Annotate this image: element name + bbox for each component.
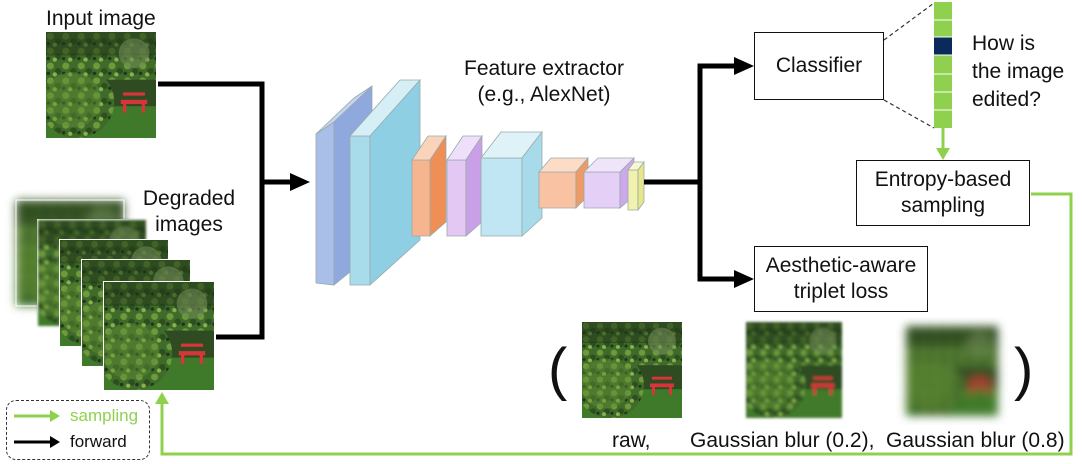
loss-line2: triplet loss [793, 280, 889, 303]
triplet-open-paren: ( [548, 337, 568, 402]
triplet-raw-image [582, 322, 682, 418]
sampling-line1: Entropy-based [874, 168, 1012, 191]
degraded-title-line2: images [155, 213, 223, 236]
input-image-title: Input image [46, 7, 156, 30]
sampling-line2: sampling [900, 194, 986, 217]
triplet-blur-08-image [904, 324, 1000, 418]
triplet-loss-box: Aesthetic-aware triplet loss [754, 246, 928, 312]
to-loss-arrowhead [734, 270, 754, 288]
sampling-arrow-down [936, 128, 950, 160]
triplet-blur-02-image [746, 322, 842, 418]
triplet-close-paren: ) [1014, 337, 1034, 402]
feature-extractor-network [315, 78, 645, 286]
feature-extractor-title: Feature extractor (e.g., AlexNet) [450, 56, 638, 108]
network-output-arrows [644, 63, 736, 282]
input-merge-arrow [158, 81, 292, 340]
sampling-arrowhead [155, 392, 169, 404]
extractor-line1: Feature extractor [464, 57, 624, 80]
input-image [46, 32, 156, 138]
degraded-images-stack [15, 199, 215, 391]
classifier-box: Classifier [754, 32, 884, 100]
forward-arrowhead [290, 173, 310, 191]
question-line1: How is [972, 32, 1036, 55]
sampling-feedback-loop [160, 192, 1073, 456]
legend-sampling-label: sampling [70, 406, 139, 425]
loss-line1: Aesthetic-aware [765, 254, 917, 277]
to-classifier-arrowhead [734, 57, 754, 75]
legend-sampling-arrow [14, 410, 60, 422]
classifier-projection-lines [883, 2, 935, 129]
triplet-label-raw: raw, [612, 429, 651, 452]
question-line3: edited? [972, 88, 1041, 111]
degraded-title-line1: Degraded [142, 187, 236, 210]
edit-question: How is the image edited? [972, 30, 1064, 114]
extractor-line2: (e.g., AlexNet) [477, 83, 611, 106]
legend-forward-label: forward [70, 432, 127, 451]
triplet-label-blur-08: Gaussian blur (0.8) [886, 429, 1065, 452]
triplet-label-blur-02: Gaussian blur (0.2), [690, 429, 875, 452]
class-probability-bar [934, 2, 952, 128]
legend-box [6, 400, 150, 460]
legend-forward-arrow [14, 436, 60, 448]
selected-bin [934, 37, 952, 55]
entropy-sampling-box: Entropy-based sampling [856, 160, 1030, 226]
question-line2: the image [972, 60, 1065, 83]
degraded-images-title: Degraded images [138, 186, 240, 238]
classifier-label: Classifier [775, 54, 863, 77]
